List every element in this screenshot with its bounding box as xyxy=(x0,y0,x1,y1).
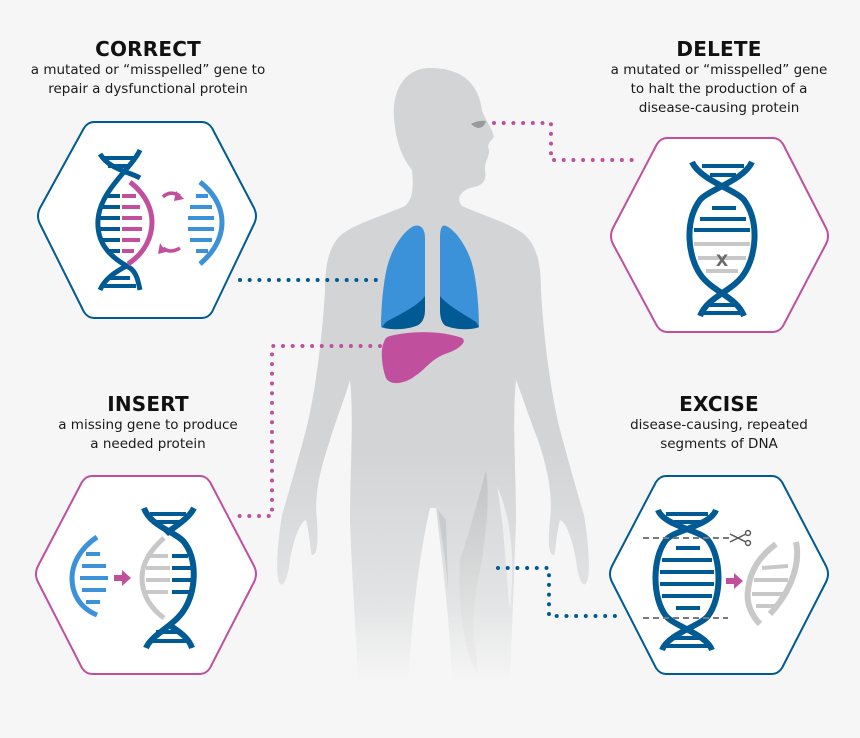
panel-title-correct: CORRECT xyxy=(95,37,201,61)
connector-insert-liver xyxy=(236,344,382,518)
dna-delete-x-icon: X xyxy=(686,160,758,318)
panel-desc-excise-line2: segments of DNA xyxy=(660,436,778,452)
scissors-icon xyxy=(729,529,752,547)
caption-correct: CORRECT a mutated or “misspelled” gene t… xyxy=(0,37,296,99)
lungs xyxy=(381,225,479,330)
connector-delete-eye xyxy=(492,121,642,162)
panel-desc-insert-line2: a needed protein xyxy=(90,436,206,452)
dna-swap-strand-icon xyxy=(95,148,225,292)
panel-desc-correct-line1: a mutated or “misspelled” gene to xyxy=(30,62,266,78)
caption-excise: EXCISE disease-causing, repeated segment… xyxy=(580,392,858,454)
panel-desc-correct-line2: repair a dysfunctional protein xyxy=(48,81,248,97)
liver xyxy=(381,332,464,384)
dna-insert-strand-icon xyxy=(69,506,197,650)
panel-desc-delete-line3: disease-causing protein xyxy=(638,100,800,116)
connector-excise-leg xyxy=(496,566,622,618)
eye xyxy=(471,120,486,128)
connector-lines xyxy=(236,121,642,618)
human-body-silhouette xyxy=(277,68,589,684)
panel-title-insert: INSERT xyxy=(107,392,189,416)
x-mark: X xyxy=(716,251,729,270)
dna-excise-scissors-icon xyxy=(643,508,801,652)
panel-title-delete: DELETE xyxy=(676,37,762,61)
panel-desc-delete-line1: a mutated or “misspelled” gene xyxy=(610,62,828,78)
hexagon-correct xyxy=(37,121,257,319)
hexagon-insert xyxy=(35,475,257,675)
leg-muscle xyxy=(459,470,488,675)
caption-insert: INSERT a missing gene to produce a neede… xyxy=(0,392,296,454)
panel-desc-insert-line1: a missing gene to produce xyxy=(58,417,238,433)
panel-title-excise: EXCISE xyxy=(679,392,759,416)
hexagon-delete xyxy=(610,137,829,333)
caption-delete: DELETE a mutated or “misspelled” gene to… xyxy=(580,37,858,118)
panel-desc-delete-line2: to halt the production of a xyxy=(630,81,808,97)
panel-desc-excise-line1: disease-causing, repeated xyxy=(630,417,808,433)
